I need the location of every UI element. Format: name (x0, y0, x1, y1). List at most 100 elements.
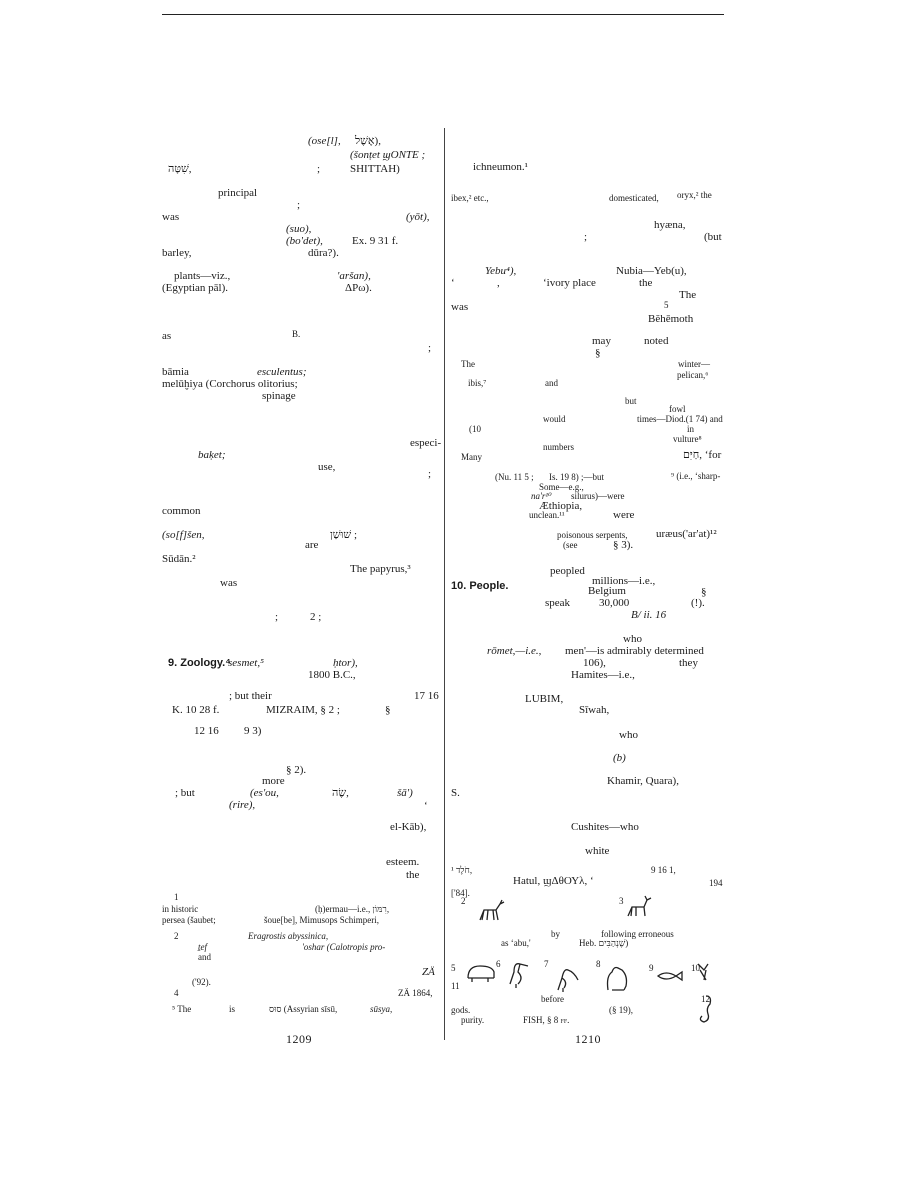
right-text-fragment: 30,000 (599, 597, 630, 609)
left-text-fragment: spinage (262, 390, 296, 402)
right-text-fragment: (!). (691, 597, 705, 609)
left-text-fragment: common (162, 505, 201, 517)
right-text-fragment: Heb. שֶׁנְהַבִּים) (579, 938, 629, 948)
right-text-fragment: 8 (596, 959, 601, 969)
right-text-fragment: the (639, 277, 653, 289)
right-text-fragment: Æthiopia, (539, 500, 583, 512)
left-text-fragment: (ose[l], (308, 135, 341, 147)
right-text-fragment: LUBIM, (525, 693, 564, 705)
right-text-fragment: hyæna, (654, 219, 686, 231)
right-text-fragment: uræus('ar'at)¹² (656, 528, 717, 540)
right-text-fragment: were (613, 509, 635, 521)
right-text-fragment: Hamites—i.e., (571, 669, 635, 681)
left-text-fragment: 12 16 (194, 725, 219, 737)
right-text-fragment: gods. (451, 1005, 471, 1015)
left-text-fragment: are (305, 539, 319, 551)
left-text-fragment: is (229, 1004, 236, 1014)
left-text-fragment: Eragrostis abyssinica, (248, 931, 329, 941)
left-text-fragment: šoue[be], Mimusops Schimperi, (264, 915, 379, 925)
right-text-fragment: B/ ii. 16 (631, 609, 667, 621)
right-text-fragment: Cushites—who (571, 821, 639, 833)
right-text-fragment: 6 (496, 959, 501, 969)
left-text-fragment: שֶׂה, (332, 787, 349, 799)
right-text-fragment: FISH, § 8 ff. (523, 1015, 570, 1025)
left-text-fragment: 17 16 (414, 690, 439, 702)
left-text-fragment: (so[f]šen, (162, 529, 205, 541)
left-text-fragment: more (262, 775, 285, 787)
right-text-fragment: na'r¹⁰ (531, 491, 552, 501)
left-text-fragment: ; but (175, 787, 195, 799)
right-text-fragment: 3 (619, 896, 624, 906)
right-text-fragment: but (625, 396, 637, 406)
left-text-fragment: 1 (174, 892, 179, 902)
right-text-fragment: 9 (649, 963, 654, 973)
left-text-fragment: dūra?). (308, 247, 339, 259)
right-text-fragment: ichneumon.¹ (473, 161, 528, 173)
left-text-fragment: שִׁטָּה, (168, 163, 192, 175)
left-text-fragment: K. 10 28 f. (172, 704, 220, 716)
left-text-fragment: 9. Zoology.⁴ (168, 657, 231, 669)
left-text-fragment: ⁵ The (172, 1004, 192, 1014)
left-text-fragment: § 2). (286, 764, 307, 776)
right-text-fragment: Sīwah, (579, 704, 610, 716)
left-text-fragment: was (162, 211, 180, 223)
right-text-fragment: by (551, 929, 560, 939)
left-text-fragment: 2 ; (310, 611, 322, 623)
right-text-fragment: would (543, 414, 566, 424)
left-text-fragment: the (406, 869, 420, 881)
right-text-fragment: ibis,⁷ (468, 378, 487, 388)
left-text-fragment: 9 3) (244, 725, 262, 737)
right-text-fragment: S. (451, 787, 460, 799)
right-text-fragment: as ‘abu,' (501, 938, 531, 948)
left-text-fragment: (ḥ)ermau—i.e., רִמּוֹן, (315, 904, 390, 914)
left-text-fragment: ; (297, 199, 301, 211)
left-text-fragment: šā') (397, 787, 413, 799)
column-divider (444, 128, 445, 1040)
left-text-fragment: SHITTAH) (350, 163, 400, 175)
right-text-fragment: poisonous serpents, (557, 530, 628, 540)
left-text-fragment: § (385, 704, 391, 716)
left-text-fragment: ; (428, 468, 432, 480)
left-text-fragment: ; (428, 342, 432, 354)
left-text-fragment: esculentus; (257, 366, 307, 378)
left-text-fragment: especi- (410, 437, 442, 449)
right-text-fragment: § (595, 347, 601, 359)
right-text-fragment: The (461, 359, 475, 369)
right-text-fragment: noted (644, 335, 669, 347)
left-text-fragment: persea (šaubet; (162, 915, 216, 925)
left-text-fragment: שׁוּשַׁן ; (330, 529, 358, 541)
right-text-fragment: Hatul, ϣΔθΟΥλ, ‘ (513, 875, 594, 887)
right-text-fragment: who (623, 633, 642, 645)
right-text-fragment: rōmet,—i.e., (487, 645, 542, 657)
left-text-fragment: ; (317, 163, 321, 175)
right-text-fragment: 2 (461, 896, 466, 906)
right-text-fragment: pelican,⁶ (677, 370, 709, 380)
right-text-fragment: peopled (550, 565, 585, 577)
left-text-fragment: ZÄ (422, 966, 435, 978)
left-column: (ose[l],אֶשֶׁל),(šonṭet ϣONTE ;שִׁטָּה,;… (162, 0, 442, 1188)
left-text-fragment: ZÄ 1864, (398, 988, 433, 998)
right-text-fragment: and (545, 378, 558, 388)
right-text-fragment: 10. People. (451, 580, 509, 592)
left-text-fragment: el-Kāb), (390, 821, 427, 833)
left-text-fragment: as (162, 330, 172, 342)
left-text-fragment: סוּס (Assyrian sīsū, (269, 1004, 338, 1014)
left-text-fragment: 2 (174, 931, 179, 941)
right-text-fragment: 7 (544, 959, 549, 969)
right-text-fragment: Many (461, 452, 482, 462)
left-text-fragment: Ex. 9 31 f. (352, 235, 399, 247)
right-text-fragment: before (541, 994, 564, 1004)
right-text-fragment: ⁹ (i.e., ‘sharp- (671, 471, 721, 481)
right-text-fragment: speak (545, 597, 571, 609)
right-text-fragment: numbers (543, 442, 574, 452)
right-text-fragment: Khamir, Quara), (607, 775, 679, 787)
right-text-fragment: , (497, 277, 500, 289)
right-text-fragment: The (679, 289, 697, 301)
left-text-fragment: sūsya, (370, 1004, 393, 1014)
left-text-fragment: 4 (174, 988, 179, 998)
right-text-fragment: vulture⁸ (673, 434, 702, 444)
right-text-fragment: following erroneous (601, 929, 674, 939)
right-text-fragment: 11 (451, 981, 460, 991)
left-text-fragment: 'aršan), (337, 270, 371, 282)
right-text-fragment: silurus)—were (571, 491, 625, 501)
